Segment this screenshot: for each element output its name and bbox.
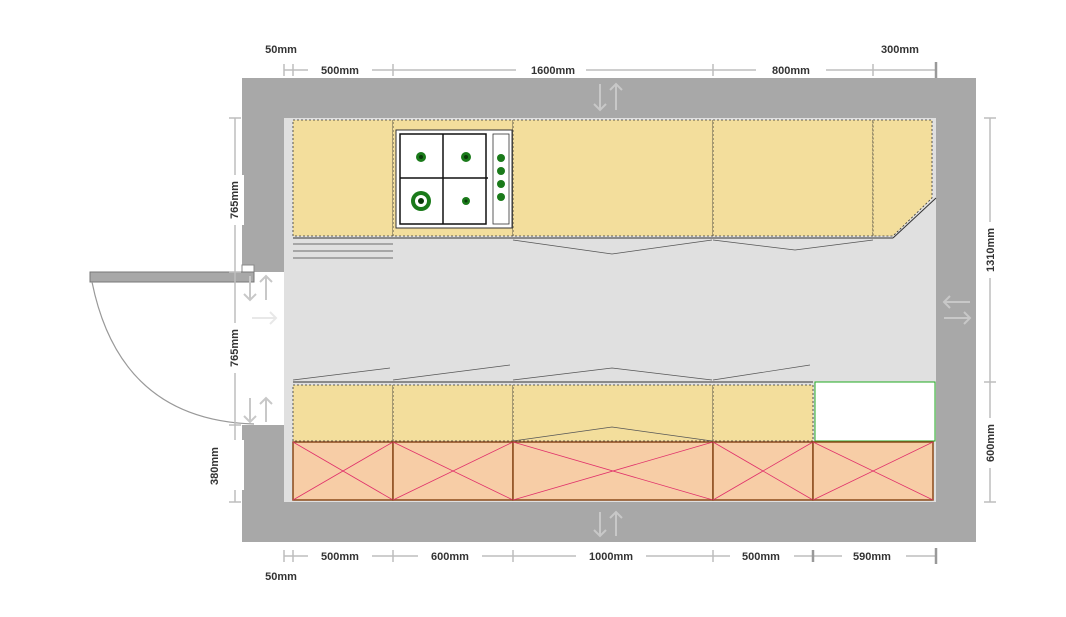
door-swing-arc [91, 281, 255, 425]
dim-top-800: 800mm [772, 65, 810, 77]
dim-top-500: 500mm [321, 65, 359, 77]
dim-left-765b: 765mm [229, 329, 241, 367]
dim-right-1310: 1310mm [985, 228, 997, 272]
shelf-lines [293, 239, 874, 259]
dim-top-50: 50mm [265, 44, 297, 56]
gas-hob-icon [395, 129, 513, 229]
dim-bottom-590: 590mm [853, 551, 891, 563]
cabinet-top-4 [713, 385, 813, 441]
wall-cabinet-1 [293, 120, 393, 236]
dim-left-765a: 765mm [229, 181, 241, 219]
dim-bottom-500a: 500mm [321, 551, 359, 563]
fold-1 [292, 367, 391, 381]
lower-cabinets [292, 364, 936, 501]
dim-bottom-600: 600mm [431, 551, 469, 563]
fold-5 [512, 426, 713, 442]
wall-cabinets [292, 119, 937, 239]
burner-3 [411, 191, 431, 211]
door-swing-icon [89, 271, 255, 425]
dimension-labels: 50mm 300mm 500mm 1600mm 800mm 500mm 600m… [209, 44, 999, 583]
fold-3 [512, 367, 713, 381]
burner-1 [416, 152, 426, 162]
arrow-top-icon [593, 82, 623, 112]
dim-bottom-1000: 1000mm [589, 551, 633, 563]
cabinet-top-1 [293, 385, 393, 441]
wall-cabinet-3 [513, 120, 713, 236]
dim-bottom-500b: 500mm [742, 551, 780, 563]
hob-control-panel [492, 133, 510, 225]
dim-top-300: 300mm [881, 44, 919, 56]
dim-right-600: 600mm [985, 424, 997, 462]
free-space [814, 381, 936, 442]
dim-bottom-50: 50mm [265, 571, 297, 583]
dim-left-380: 380mm [209, 447, 221, 485]
fold-2 [392, 364, 511, 381]
arrow-right-icon [942, 295, 972, 325]
door-leaf [89, 271, 255, 283]
cabinet-top-3 [513, 385, 713, 441]
arrow-bottom-icon [593, 510, 623, 538]
corner-cabinet [872, 119, 933, 237]
knob-1 [497, 154, 505, 162]
cabinet-top-2 [393, 385, 513, 441]
corner-edge [892, 197, 937, 239]
burner-2 [461, 152, 471, 162]
dim-top-1600: 1600mm [531, 65, 575, 77]
burner-4 [462, 197, 470, 205]
hob-frame-left [399, 133, 487, 225]
knob-3 [497, 180, 505, 188]
arrow-door-mid-icon [252, 311, 278, 325]
fold-4 [712, 364, 811, 381]
arrow-door-top-icon [243, 274, 273, 302]
arrow-door-bottom-icon [243, 396, 273, 424]
knob-2 [497, 167, 505, 175]
cabinet-top-4-outline [712, 384, 814, 442]
knob-4 [497, 193, 505, 201]
wall-move-arrows [243, 82, 972, 538]
wall-cabinet-4 [713, 120, 873, 236]
base-units [292, 441, 934, 501]
